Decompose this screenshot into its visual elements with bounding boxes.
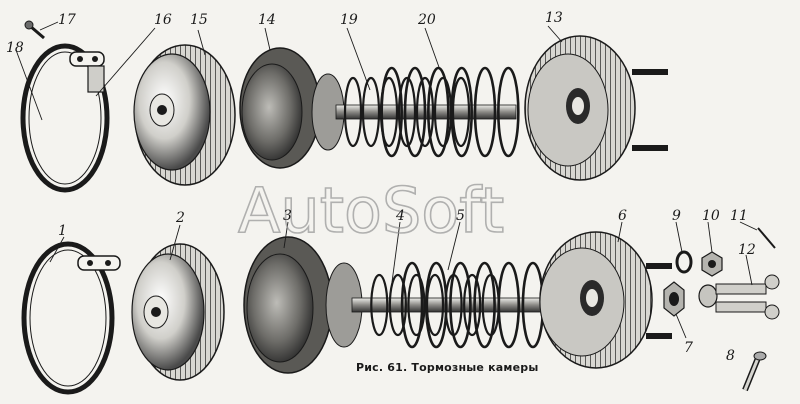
spring-coil: [380, 66, 403, 158]
label-6: 6: [618, 208, 627, 224]
label-8: 8: [726, 348, 735, 364]
label-18: 18: [6, 40, 24, 56]
clamp-ring-bottom: [21, 241, 121, 395]
label-10: 10: [702, 208, 720, 224]
leader-lines: [15, 21, 758, 339]
spring-coil: [343, 76, 363, 148]
spring-coil: [473, 261, 496, 349]
spring-coil: [473, 66, 497, 158]
spring-coil: [449, 261, 472, 349]
nut-7: [663, 281, 685, 317]
spring-coil: [424, 261, 448, 349]
cover-top: [133, 44, 236, 186]
watermark: AutoSoft: [238, 174, 504, 247]
spring-coil: [497, 66, 520, 158]
label-3: 3: [283, 208, 292, 224]
diaphragm-bottom: [243, 236, 363, 374]
nut-10: [701, 251, 723, 277]
spring-coil: [370, 273, 389, 337]
cotter-pin-11: [757, 227, 776, 249]
spring-coil: [497, 261, 521, 349]
spring-inner-top: [343, 76, 471, 148]
figure-caption: Рис. 61. Тормозные камеры: [356, 361, 539, 374]
label-13: 13: [545, 10, 563, 26]
spring-coil: [450, 66, 473, 158]
label-19: 19: [340, 12, 358, 28]
label-15: 15: [190, 12, 208, 28]
spring-coil: [427, 66, 450, 158]
spring-coil: [463, 273, 482, 337]
clamp-ring-top: [20, 43, 110, 193]
spring-coil: [388, 273, 407, 337]
label-2: 2: [175, 210, 185, 226]
washer-9: [675, 250, 693, 274]
part-numbers: 18 17 16 15 14 19 20 13 1 2 3 4 5 6 9 10…: [6, 10, 756, 364]
bolt-17: [24, 20, 45, 40]
chamber-body-bottom: [539, 231, 672, 369]
chamber-body-top: [524, 35, 668, 181]
label-9: 9: [672, 208, 681, 224]
spring-coil: [397, 76, 417, 148]
label-11: 11: [730, 208, 748, 224]
label-1: 1: [58, 223, 67, 239]
spring-coil: [403, 66, 427, 158]
spring-coil: [400, 261, 424, 349]
diaphragm-top: [239, 47, 345, 169]
label-14: 14: [258, 12, 276, 28]
spring-outer-top: [380, 66, 520, 158]
label-7: 7: [684, 340, 693, 356]
cover-bottom: [131, 243, 225, 381]
spring-coil: [407, 273, 426, 337]
label-17: 17: [58, 12, 76, 28]
spring-coil: [415, 76, 435, 148]
label-20: 20: [417, 12, 436, 28]
label-4: 4: [395, 208, 405, 224]
spring-coil: [451, 76, 471, 148]
spring-coil: [361, 76, 381, 148]
clevis-pin-8: [742, 351, 767, 392]
label-5: 5: [456, 208, 465, 224]
label-16: 16: [154, 12, 172, 28]
label-12: 12: [738, 242, 756, 258]
clevis-fork-12: [698, 274, 780, 320]
